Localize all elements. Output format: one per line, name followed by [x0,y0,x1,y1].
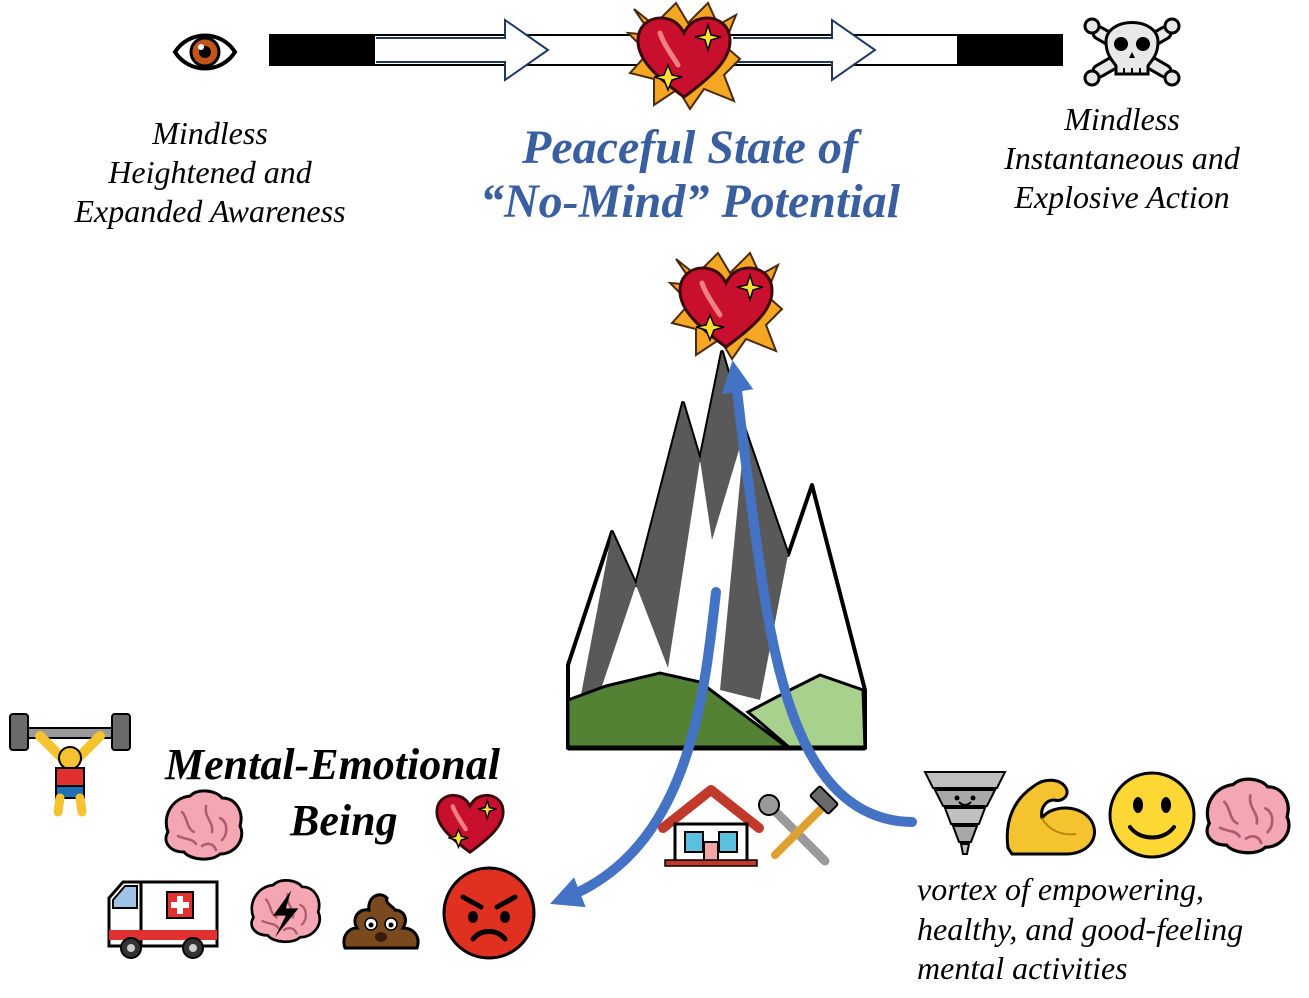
poop-icon [342,893,420,950]
tornado-icon [923,771,1007,855]
left-caption-line: Mindless [152,115,268,151]
right-caption-line: Instantaneous and [1004,140,1240,177]
center-title: Peaceful State of “No-Mind” Potential [430,121,950,229]
ambulance-icon [107,880,219,959]
skull-crossbones-icon [1083,17,1181,87]
descent-arrow [550,587,721,908]
right-caption-line: Mindless [1064,101,1180,137]
hammer-wrench-icon [758,785,839,866]
left-caption-line: Expanded Awareness [74,193,346,230]
spectrum-arrow-right [733,18,877,82]
brain-icon [164,789,244,861]
eye-icon [172,33,238,71]
left-caption: Mindless Heightened and Expanded Awarene… [40,114,380,231]
sparkling-heart-icon [628,3,740,109]
spectrum-bar-right-end [957,35,1062,65]
center-title-line: “No-Mind” Potential [479,174,901,228]
weightlifter-icon [9,713,131,817]
vortex-caption-line: vortex of empowering, [917,871,1205,907]
mountain-illustration [566,350,867,751]
being-label-line1: Mental-Emotional [165,740,500,789]
spectrum-arrow-left [376,18,550,82]
flexed-biceps-icon [1005,778,1096,856]
vortex-caption: vortex of empowering, healthy, and good-… [917,870,1243,989]
mountain-shadow [580,532,636,700]
house-icon [658,785,764,867]
peak-sparkling-heart-icon [670,253,782,359]
brain-lightning-icon [250,879,322,944]
smiling-face-icon [1108,771,1196,859]
angry-face-icon [442,866,536,960]
brain-icon [1205,777,1291,855]
sparkling-heart-icon [435,793,505,855]
mountain-shadow [636,403,700,668]
right-caption-line: Explosive Action [1014,179,1230,216]
center-title-line: Peaceful State of [522,121,858,174]
vortex-caption-line: healthy, and good-feeling [917,910,1244,947]
spectrum-bar-left-end [270,35,375,65]
ascent-arrow [721,360,917,827]
vortex-caption-line: mental activities [917,950,1128,987]
right-caption: Mindless Instantaneous and Explosive Act… [962,100,1282,217]
left-caption-line: Heightened and [108,154,312,191]
being-label-line2: Being [290,796,398,845]
